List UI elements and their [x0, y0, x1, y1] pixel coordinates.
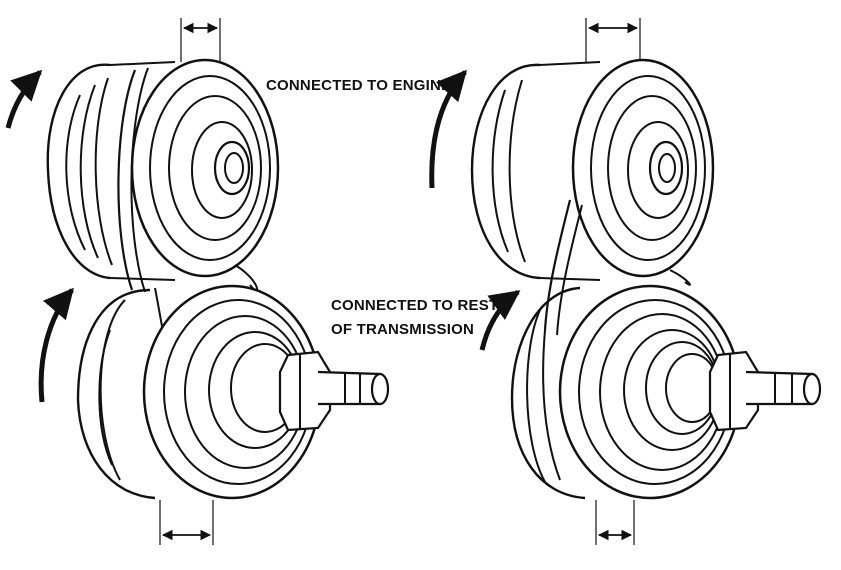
rotation-arrow-icon: [5, 69, 43, 129]
left-bottom-width-indicator: [159, 500, 214, 545]
left-top-pulley: [46, 58, 280, 281]
right-assembly: [429, 18, 822, 545]
engine-label: CONNECTED TO ENGINE: [266, 77, 451, 94]
left-top-width-indicator: [180, 18, 221, 62]
left-bottom-pulley: [76, 284, 390, 500]
transmission-label-line1: CONNECTED TO REST: [331, 297, 498, 314]
right-bottom-pulley: [510, 284, 822, 500]
left-assembly: [5, 18, 390, 545]
transmission-label-line2: OF TRANSMISSION: [331, 321, 474, 338]
right-top-width-indicator: [585, 18, 641, 62]
right-belt: [542, 199, 691, 481]
right-top-pulley: [470, 58, 715, 281]
rotation-arrow-icon: [38, 287, 74, 403]
rotation-arrow-icon: [479, 289, 521, 351]
right-bottom-width-indicator: [595, 500, 635, 545]
rotation-arrow-icon: [429, 69, 467, 189]
